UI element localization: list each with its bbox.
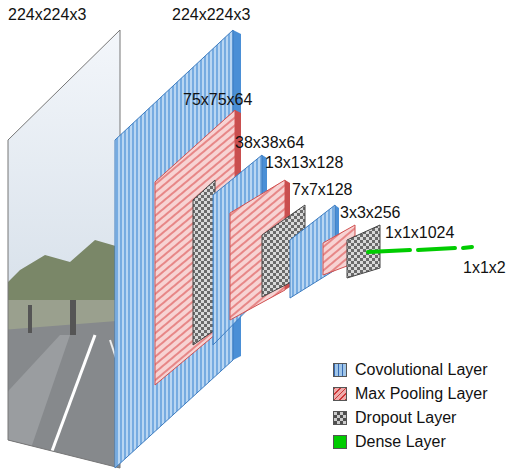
legend-text: Max Pooling Layer (355, 384, 488, 404)
photo-frame (8, 30, 120, 468)
legend-text: Dropout Layer (355, 408, 456, 428)
dimension-label: 13x13x128 (265, 153, 343, 172)
dimension-label: 1x1x1024 (385, 223, 454, 242)
dropout-layer (193, 180, 215, 345)
dimension-label: 1x1x2 (463, 258, 506, 277)
dimension-label: 7x7x128 (292, 180, 353, 199)
dimension-label: 75x75x64 (183, 90, 252, 109)
legend-swatch (333, 435, 347, 449)
legend-text: Dense Layer (355, 432, 446, 452)
dimension-label: 224x224x3 (8, 5, 86, 24)
dense-layer (368, 247, 472, 252)
dimension-label: 38x38x64 (235, 133, 304, 152)
legend-swatch (333, 387, 347, 401)
legend-swatch (333, 363, 347, 377)
legend-text: Covolutional Layer (355, 360, 488, 380)
legend-swatch (333, 411, 347, 425)
dimension-label: 224x224x3 (172, 5, 250, 24)
input-photo (0, 20, 130, 470)
dimension-label: 3x3x256 (340, 203, 401, 222)
